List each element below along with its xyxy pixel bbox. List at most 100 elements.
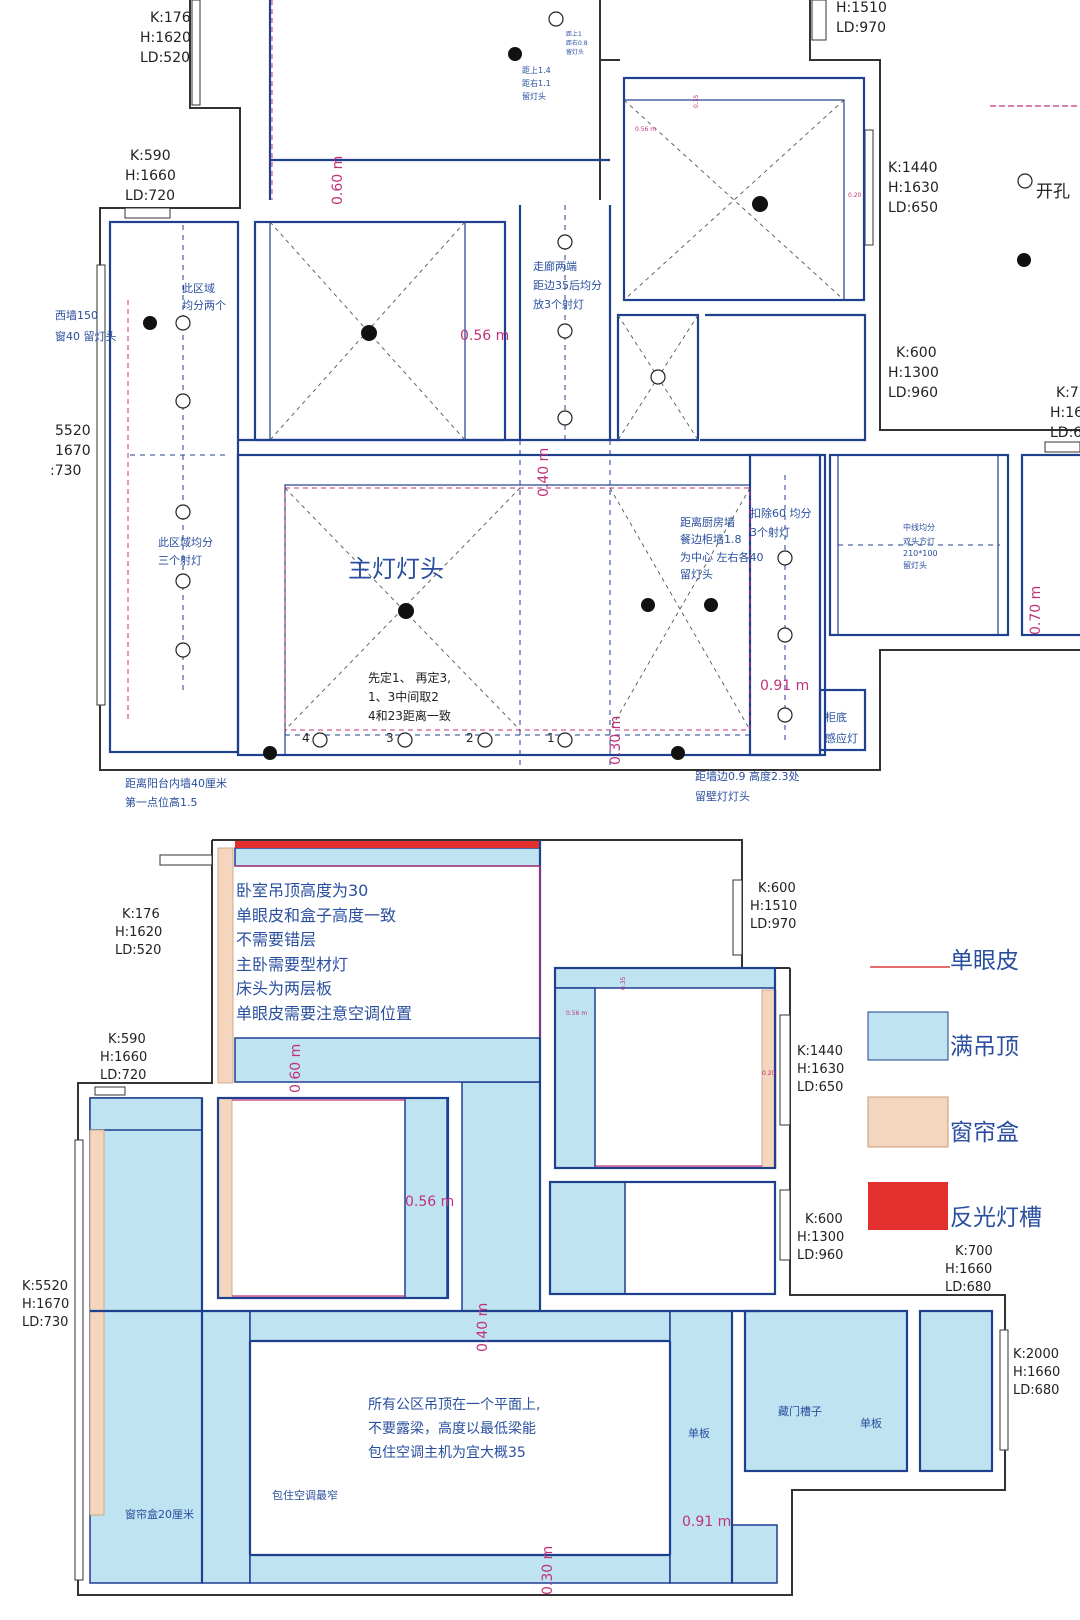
bot-measure-040: 0.40 m [475, 1303, 491, 1352]
top-measure-030: 0.30 m [608, 716, 624, 765]
bot-label-door-slot: 藏门槽子 [778, 1404, 822, 1418]
bot-bedroom-note-5: 床头为两层板 [236, 979, 332, 998]
bot-measure-060: 0.60 m [288, 1044, 304, 1093]
top-deduct-1: 扣除60 均分 [750, 506, 812, 520]
top-dim-l2-ld: LD:720 [125, 188, 175, 204]
bot-dim-l2-ld: LD:720 [100, 1068, 146, 1083]
bot-bedroom-note-1: 卧室吊顶高度为30 [236, 881, 368, 900]
top-dim-l3-k: 5520 [55, 423, 91, 439]
top-dim-r2-k: K:1440 [888, 160, 938, 176]
top-dim-r2-h: H:1630 [888, 180, 939, 196]
top-small2-1: 距上1 [566, 30, 582, 38]
bot-public-note-1: 所有公区吊顶在一个平面上, [368, 1397, 540, 1413]
top-measure-035: 0.35 [693, 94, 700, 108]
top-balcony-1: 距离阳台内墙40厘米 [125, 776, 227, 790]
legend-label-3: 反光灯槽 [950, 1205, 1042, 1231]
top-small-3: 留灯头 [522, 91, 546, 101]
top-lighting-plan: K:176 H:1620 LD:520 H:1510 LD:970 K:590 … [50, 0, 1080, 809]
bot-dim-tr1-ld: LD:970 [750, 917, 796, 932]
top-center-3: 210*100 [903, 549, 938, 558]
top-main-lamps [143, 47, 1031, 760]
top-center-2: 双头方灯 [903, 536, 935, 546]
bot-dim-r5-ld: LD:680 [1013, 1383, 1059, 1398]
top-tick-1: 1 [547, 731, 555, 745]
top-dim-tr1-ld: LD:970 [836, 20, 886, 36]
top-window-tr [811, 0, 827, 41]
top-measure-070: 0.70 m [1028, 586, 1044, 635]
top-west-2: 窗40 留灯头 [55, 329, 117, 343]
bot-dim-r3-k: K:600 [805, 1212, 843, 1227]
top-west-1: 西墙150 [55, 308, 98, 322]
bottom-window-tl [159, 854, 213, 866]
top-measure-056: 0.56 m [460, 328, 509, 344]
bottom-ceiling-plan: 单眼皮 满吊顶 窗帘盒 反光灯槽 K:176 H:1620 LD:520 K:6… [22, 839, 1060, 1596]
bot-dim-tl1-ld: LD:520 [115, 943, 161, 958]
bot-dim-l3-ld: LD:730 [22, 1315, 68, 1330]
top-measure-056-small: 0.56 m [635, 126, 656, 133]
top-small2-2: 距右0.8 [566, 39, 588, 47]
bottom-reflective-slot [235, 840, 540, 848]
top-dim-r2-ld: LD:650 [888, 200, 938, 216]
top-dim-r3-h: H:1300 [888, 365, 939, 381]
top-window-mid [864, 129, 874, 246]
bot-dim-r2-k: K:1440 [797, 1044, 843, 1059]
bot-dim-r4-k: K:700 [955, 1244, 993, 1259]
legend-label-0: 单眼皮 [950, 948, 1019, 974]
top-corridor-3: 放3个射灯 [533, 297, 584, 311]
top-corridor-1: 走廊两端 [533, 259, 577, 273]
bot-bedroom-note-6: 单眼皮需要注意空调位置 [236, 1004, 412, 1023]
top-tick-2: 2 [466, 731, 474, 745]
top-dim-r4-ld: LD:6 [1050, 425, 1080, 441]
top-dim-tl1-h: H:1620 [140, 30, 191, 46]
top-small-2: 距右1.1 [522, 78, 551, 88]
bot-dim-tr1-h: H:1510 [750, 899, 797, 914]
bot-dim-r5-h: H:1660 [1013, 1365, 1060, 1380]
top-area-two-1: 此区域 [182, 282, 215, 295]
bot-measure-056-small: 0.56 m [566, 1010, 587, 1017]
top-dim-l2-h: H:1660 [125, 168, 176, 184]
bot-dim-r4-ld: LD:680 [945, 1280, 991, 1295]
bot-bedroom-note-3: 不需要错层 [236, 930, 316, 949]
legend-label-1: 满吊顶 [950, 1034, 1019, 1060]
bot-public-note-3: 包住空调主机为宜大概35 [368, 1445, 526, 1461]
bottom-walls [77, 839, 1006, 1596]
bot-label-curtain20: 窗帘盒20厘米 [125, 1507, 194, 1521]
bot-dim-tl1-h: H:1620 [115, 925, 162, 940]
legend-swatch-full [867, 1011, 949, 1061]
top-small-1: 距上1.4 [522, 66, 551, 75]
bot-dim-r2-h: H:1630 [797, 1062, 844, 1077]
top-dashed-main [284, 487, 751, 731]
bot-measure-056: 0.56 m [405, 1194, 454, 1210]
bot-dim-r3-h: H:1300 [797, 1230, 844, 1245]
bottom-window-r4 [999, 1329, 1009, 1451]
legend-label-2: 窗帘盒 [950, 1120, 1019, 1146]
top-dim-l2-k: K:590 [130, 148, 171, 164]
top-rooms [108, 0, 1080, 757]
top-kitchen-4: 留灯头 [680, 568, 713, 581]
top-dim-r3-ld: LD:960 [888, 385, 938, 401]
bot-measure-091: 0.91 m [682, 1514, 731, 1530]
bot-dim-r3-ld: LD:960 [797, 1248, 843, 1263]
top-measure-060: 0.60 m [330, 156, 346, 205]
bottom-window-r2 [779, 1014, 791, 1126]
top-dim-l3-ld: :730 [50, 463, 81, 479]
top-measure-040: 0.40 m [536, 448, 552, 497]
top-kitchen-1: 距离厨房墙 [680, 515, 735, 529]
bot-dim-l2-h: H:1660 [100, 1050, 147, 1065]
top-measure-091: 0.91 m [760, 678, 809, 694]
bot-label-shanban2: 单板 [860, 1416, 882, 1430]
bottom-window-left [74, 1139, 84, 1581]
legend-swatch-slot [868, 1182, 948, 1230]
top-steps-2: 1、3中间取2 [368, 689, 439, 704]
bot-dim-l3-h: H:1670 [22, 1297, 69, 1312]
top-deduct-2: 3个射灯 [750, 525, 790, 539]
bottom-window-l2 [94, 1086, 126, 1096]
top-dim-tr1-h: H:1510 [836, 0, 887, 16]
bot-dim-r2-ld: LD:650 [797, 1080, 843, 1095]
top-spotlights [175, 11, 1033, 748]
top-dim-r4-h: H:16 [1050, 405, 1080, 421]
top-main-light-label: 主灯灯头 [348, 555, 444, 583]
bot-label-shanban1: 单板 [688, 1426, 710, 1440]
bot-public-note-2: 不要露梁，高度以最低梁能 [368, 1420, 536, 1437]
bot-measure-020: 0.20 [762, 1070, 776, 1077]
